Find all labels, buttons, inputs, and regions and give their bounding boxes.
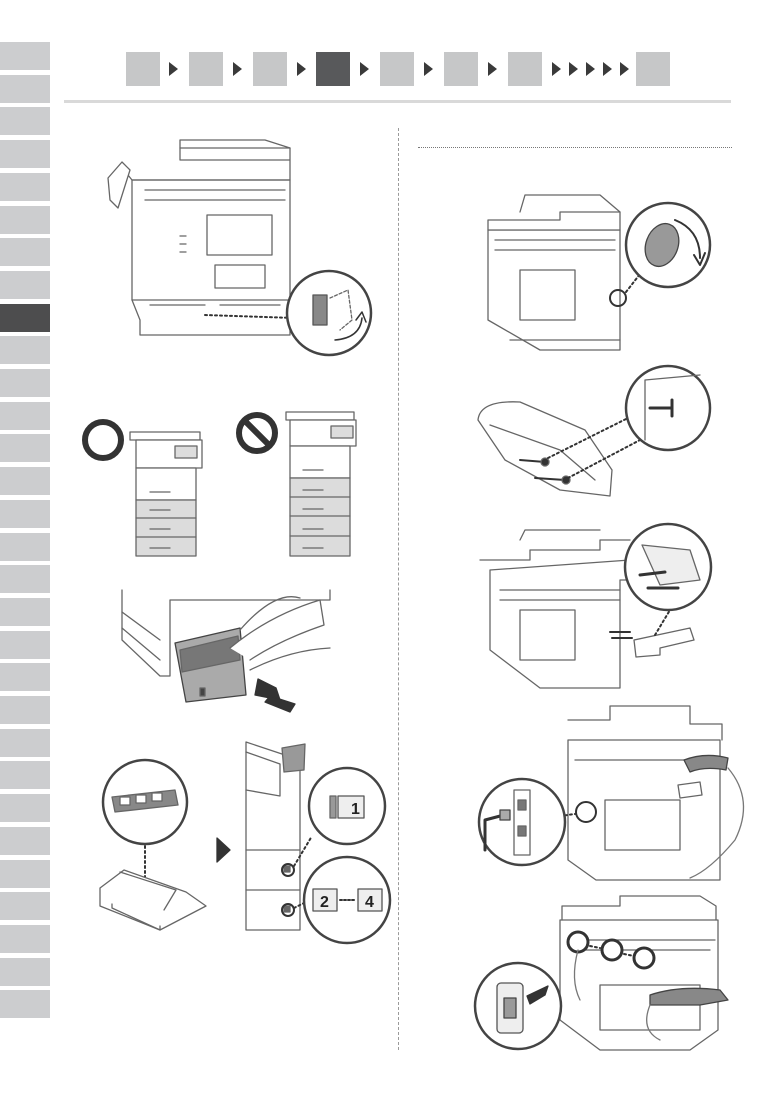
screw-detail-callout: [626, 366, 710, 450]
callout-line: [205, 315, 295, 318]
label-sheet-callout: [103, 760, 187, 844]
cap-removal-callout: [626, 203, 710, 287]
wall-outlet-callout: [475, 963, 561, 1049]
step-label-1: 1: [351, 801, 360, 818]
next-arrow-icon: [217, 838, 230, 862]
cassette-label-callout-2-4: [304, 857, 390, 943]
cardboard-box-illustration: [100, 870, 206, 930]
printer-power-illustration: [560, 896, 728, 1050]
holder-screws-callout: [625, 524, 711, 610]
printer-stack-correct: [130, 432, 202, 556]
printer-side-labels-illustration: [246, 742, 312, 930]
step-label-4: 4: [365, 894, 374, 911]
step-label-2: 2: [320, 894, 329, 911]
callout-line: [626, 274, 640, 292]
prohibited-icon: [239, 415, 275, 451]
lock-lever-callout: [287, 271, 371, 355]
paper-cassette-illustration: [122, 590, 330, 702]
printer-stack-incorrect: [286, 412, 356, 556]
printer-rear-illustration: [108, 140, 290, 335]
handset-holder-screws-illustration: [478, 402, 640, 496]
cassette-label-callout-1: [309, 768, 385, 844]
ok-circle-icon: [85, 422, 121, 458]
printer-cover-cap-illustration: [488, 195, 626, 350]
push-arrow-icon: [255, 679, 295, 712]
phone-jack-callout: [479, 779, 565, 865]
printer-handset-illustration: [568, 706, 744, 880]
